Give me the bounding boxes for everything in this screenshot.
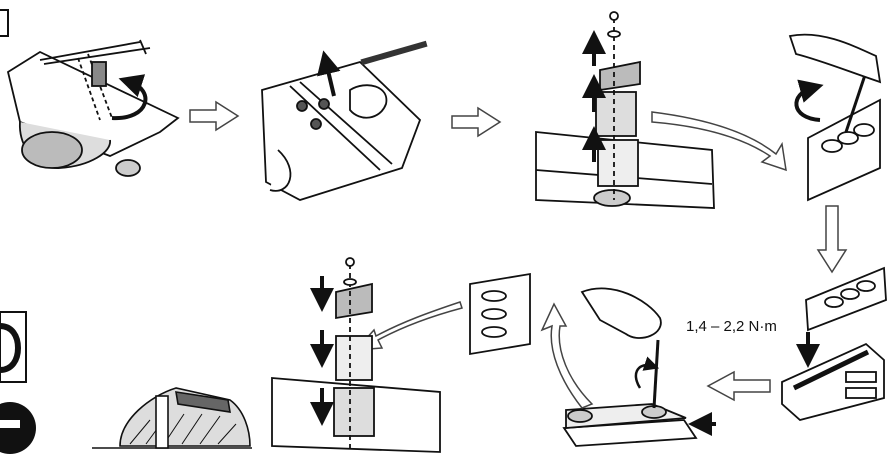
step8-reinstall-assembly: [272, 258, 440, 452]
flow-arrow-1: [190, 102, 238, 130]
step4-rotate-arrow: [796, 88, 820, 120]
step7-new-blade: [470, 274, 530, 354]
cropped-frame-edge: [0, 10, 8, 36]
prohibition-symbol-mark: [0, 420, 20, 428]
flow-arrow-6-curved: [542, 304, 592, 408]
torque-spec-label: 1,4 – 2,2 N·m: [684, 318, 779, 335]
step1-planer-body: [8, 40, 178, 176]
flow-arrow-2: [452, 108, 500, 136]
step2-removed-blade: [360, 41, 427, 66]
step6-rotate-arrow: [636, 365, 652, 388]
step5-blade-on-holder: [782, 268, 886, 420]
step2-blade-removal: [262, 62, 420, 200]
step6-tighten-on-jig: [564, 288, 696, 446]
flow-arrow-5: [708, 372, 770, 400]
cross-section-detail: [92, 388, 252, 448]
step3-exploded-assembly: [536, 12, 714, 208]
flow-arrow-4-down: [818, 206, 846, 272]
